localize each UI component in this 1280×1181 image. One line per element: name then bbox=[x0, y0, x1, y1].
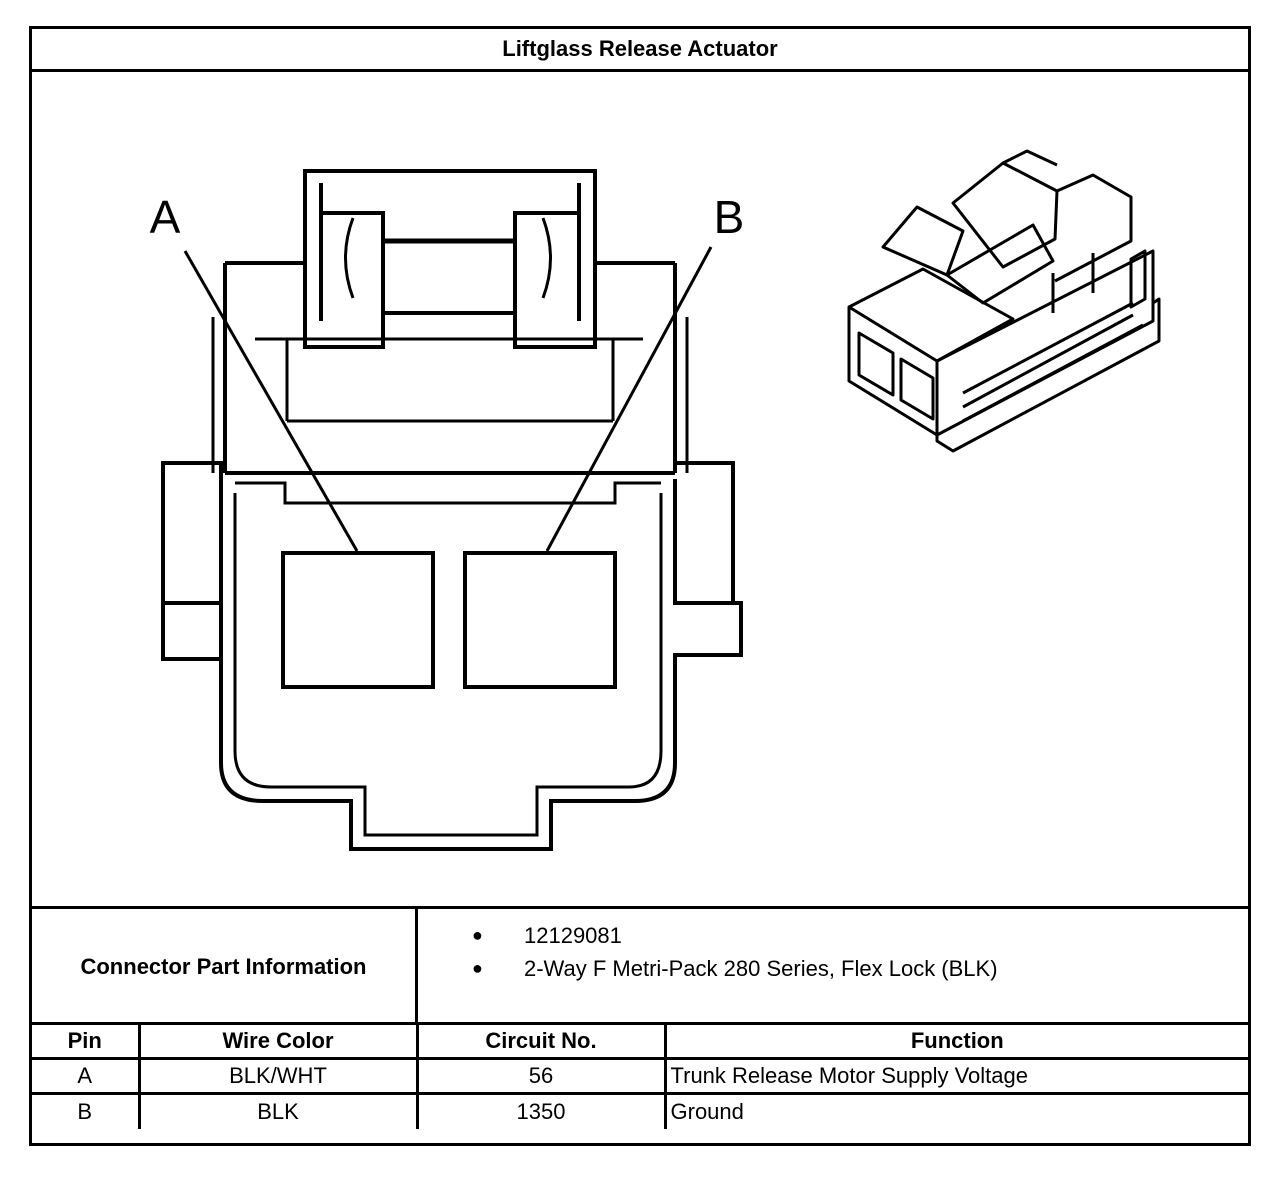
header-circuit-no: Circuit No. bbox=[415, 1022, 667, 1060]
cell-pin: B bbox=[32, 1092, 141, 1129]
cell-function: Trunk Release Motor Supply Voltage bbox=[663, 1057, 1248, 1095]
upper-body bbox=[223, 261, 677, 473]
header-wire-color: Wire Color bbox=[137, 1022, 419, 1060]
connector-sheet: Liftglass Release Actuator bbox=[29, 26, 1251, 1146]
pin-table: Pin Wire Color Circuit No. Function A BL… bbox=[32, 1022, 1248, 1129]
latch-inner bbox=[319, 183, 581, 321]
pin-label-a: A bbox=[150, 191, 181, 243]
header-function: Function bbox=[663, 1022, 1248, 1060]
connector-info-list: ● 12129081 ● 2-Way F Metri-Pack 280 Seri… bbox=[472, 919, 998, 985]
right-side-tab bbox=[675, 461, 735, 603]
cavity-a bbox=[281, 551, 435, 689]
pin-label-b: B bbox=[714, 191, 745, 243]
connector-diagram: A B bbox=[32, 72, 1248, 906]
cavity-b bbox=[463, 551, 617, 689]
connector-info-row: Connector Part Information ● 12129081 ● … bbox=[32, 906, 1248, 1024]
table-row: A BLK/WHT 56 Trunk Release Motor Supply … bbox=[32, 1057, 1248, 1095]
cell-wire-color: BLK/WHT bbox=[137, 1057, 419, 1095]
cell-circuit: 56 bbox=[415, 1057, 667, 1095]
connector-face-drawing: A B bbox=[150, 149, 1161, 851]
leader-line-a bbox=[183, 250, 359, 552]
cell-pin: A bbox=[32, 1057, 141, 1095]
connector-isometric-view bbox=[847, 149, 1161, 453]
connector-info-label: Connector Part Information bbox=[32, 909, 418, 1024]
part-number: 12129081 bbox=[524, 923, 622, 948]
cell-circuit: 1350 bbox=[415, 1092, 667, 1129]
lower-body bbox=[219, 479, 743, 851]
leader-line-b bbox=[545, 246, 713, 552]
left-side-tab bbox=[161, 461, 223, 661]
list-item: ● 12129081 bbox=[472, 919, 998, 952]
cell-function: Ground bbox=[663, 1092, 1248, 1129]
page-title: Liftglass Release Actuator bbox=[32, 29, 1248, 72]
cell-wire-color: BLK bbox=[137, 1092, 419, 1129]
table-row: B BLK 1350 Ground bbox=[32, 1092, 1248, 1129]
bullet-icon: ● bbox=[472, 958, 483, 978]
header-pin: Pin bbox=[32, 1022, 141, 1060]
list-item: ● 2-Way F Metri-Pack 280 Series, Flex Lo… bbox=[472, 952, 998, 985]
bullet-icon: ● bbox=[472, 925, 483, 945]
table-header-row: Pin Wire Color Circuit No. Function bbox=[32, 1022, 1248, 1060]
connector-description: 2-Way F Metri-Pack 280 Series, Flex Lock… bbox=[524, 956, 998, 981]
